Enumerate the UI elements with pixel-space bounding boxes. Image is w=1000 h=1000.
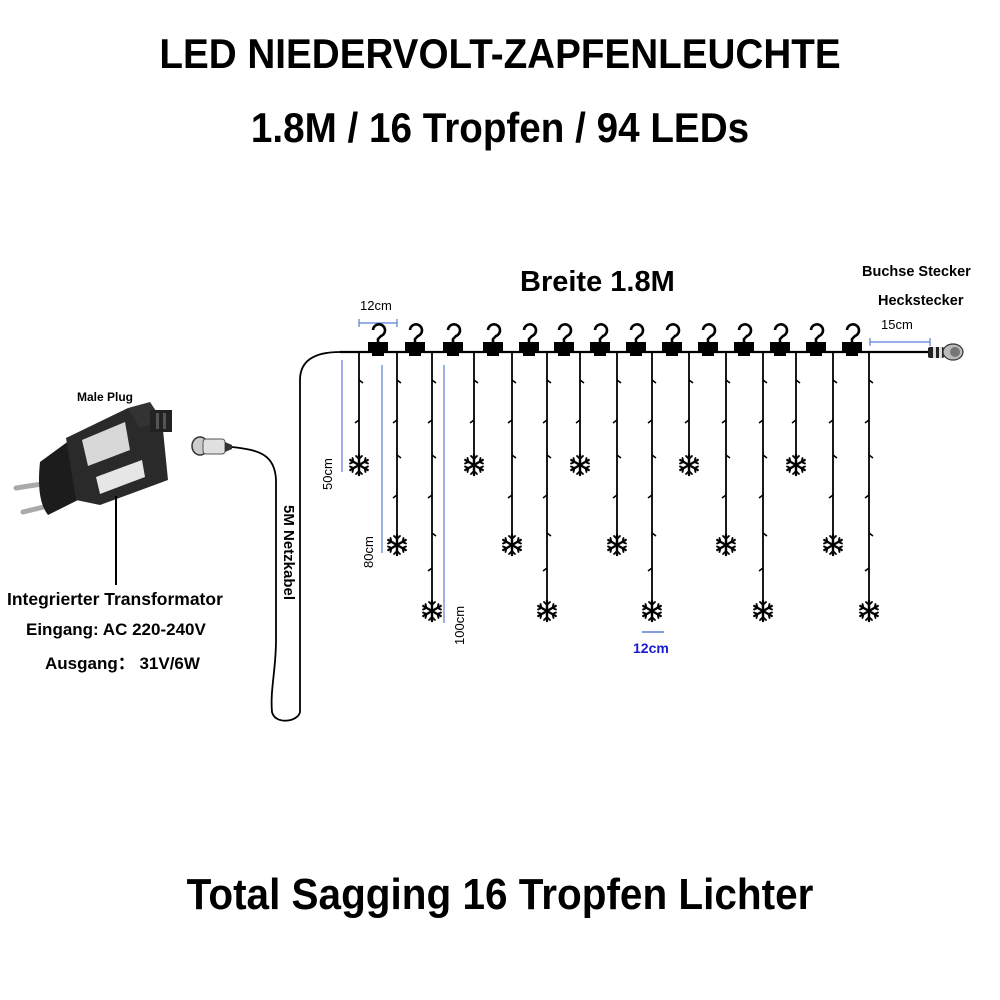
hook-icon: [481, 323, 505, 358]
product-title: LED NIEDERVOLT-ZAPFENLEUCHTE: [159, 30, 841, 77]
snowflake-icon: [501, 533, 523, 557]
snowflake-icon: [752, 599, 774, 623]
hook-spacing-label: 12cm: [360, 298, 392, 313]
hook-icon: [804, 323, 828, 358]
drops: [358, 352, 870, 603]
cable-length-label: 5M Netzkabel: [280, 505, 297, 601]
power-cable: [231, 351, 360, 722]
snowflake-icon: [858, 599, 880, 623]
transformer-input: Eingang: AC 220-240V: [26, 620, 206, 639]
lead-dimension-line: [869, 338, 931, 346]
snowflake-icon: [822, 533, 844, 557]
hook-icon: [403, 323, 427, 358]
led-ticks: [354, 379, 874, 572]
snowflake-icon: [463, 453, 485, 477]
snowflake-icon: [715, 533, 737, 557]
width-label: Breite 1.8M: [520, 266, 675, 298]
transformer-output: Ausgang： 31V/6W: [45, 654, 200, 673]
hook-icon: [696, 323, 720, 358]
drop-length-50-label: 50cm: [320, 458, 335, 490]
transformer-name: Integrierter Transformator: [7, 589, 223, 609]
snowflake-icon: [386, 533, 408, 557]
hook-icon: [517, 323, 541, 358]
hook-icon: [552, 323, 576, 358]
snowflake-icon: [641, 599, 663, 623]
connector-label-socket: Buchse Stecker: [862, 264, 971, 280]
snowflake-icon: [421, 599, 443, 623]
connector-label-tail: Heckstecker: [878, 293, 964, 309]
plug-label: Male Plug: [77, 390, 134, 404]
hook-icon: [441, 323, 465, 358]
drop-spacing-label: 12cm: [633, 640, 669, 656]
drop-length-80-label: 80cm: [361, 536, 376, 568]
cable-connector-icon: [191, 436, 232, 456]
snowflake-icon: [569, 453, 591, 477]
hook-icon: [588, 323, 612, 358]
snowflake-icon: [785, 453, 807, 477]
transformer-plug-icon: [13, 402, 172, 515]
footer-caption: Total Sagging 16 Tropfen Lichter: [186, 870, 814, 919]
hook-icon: [768, 323, 792, 358]
hook-icon: [366, 323, 390, 358]
snowflake-icon: [678, 453, 700, 477]
snowflake-icon: [536, 599, 558, 623]
drop-length-100-label: 100cm: [452, 605, 467, 645]
hook-icon: [624, 323, 648, 358]
lead-length-label: 15cm: [881, 317, 913, 332]
hook-icon: [732, 323, 756, 358]
spacing-dimension-line: [358, 319, 398, 327]
product-specs: 1.8M / 16 Tropfen / 94 LEDs: [250, 104, 750, 151]
snowflake-icon: [348, 453, 370, 477]
snowflake-icon: [606, 533, 628, 557]
end-connector-icon: [928, 343, 964, 361]
hook-icon: [660, 323, 684, 358]
hook-icon: [840, 323, 864, 358]
snowflakes: [348, 453, 880, 623]
